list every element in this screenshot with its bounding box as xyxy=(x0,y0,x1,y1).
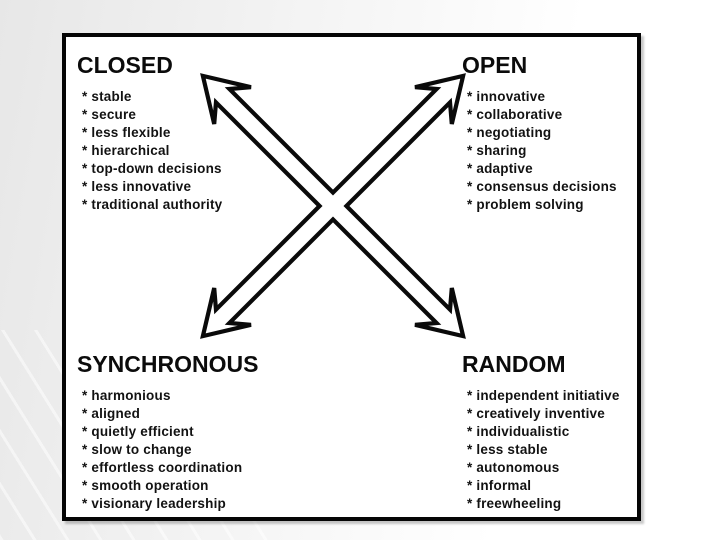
list-item: aligned xyxy=(82,405,327,423)
quadrant-open: OPEN innovative collaborative negotiatin… xyxy=(462,53,640,214)
list-item: less stable xyxy=(467,441,642,459)
quadrant-synchronous: SYNCHRONOUS harmonious aligned quietly e… xyxy=(77,352,327,513)
diagram-frame: CLOSED stable secure less flexible hiera… xyxy=(62,33,641,521)
quadrant-open-title: OPEN xyxy=(462,52,528,78)
quadrant-synchronous-list: harmonious aligned quietly efficient slo… xyxy=(77,387,327,513)
quadrant-random: RANDOM independent initiative creatively… xyxy=(462,352,642,513)
quadrant-closed: CLOSED stable secure less flexible hiera… xyxy=(77,53,307,214)
list-item: hierarchical xyxy=(82,142,307,160)
list-item: sharing xyxy=(467,142,640,160)
list-item: traditional authority xyxy=(82,196,307,214)
list-item: stable xyxy=(82,88,307,106)
quadrant-closed-list: stable secure less flexible hierarchical… xyxy=(77,88,307,214)
list-item: top-down decisions xyxy=(82,160,307,178)
list-item: adaptive xyxy=(467,160,640,178)
list-item: visionary leadership xyxy=(82,495,327,513)
list-item: consensus decisions xyxy=(467,178,640,196)
quadrant-closed-title: CLOSED xyxy=(77,52,173,78)
list-item: individualistic xyxy=(467,423,642,441)
list-item: effortless coordination xyxy=(82,459,327,477)
list-item: informal xyxy=(467,477,642,495)
list-item: slow to change xyxy=(82,441,327,459)
list-item: harmonious xyxy=(82,387,327,405)
quadrant-synchronous-title: SYNCHRONOUS xyxy=(77,351,259,377)
quadrant-open-list: innovative collaborative negotiating sha… xyxy=(462,88,640,214)
list-item: innovative xyxy=(467,88,640,106)
list-item: smooth operation xyxy=(82,477,327,495)
list-item: collaborative xyxy=(467,106,640,124)
quadrant-random-title: RANDOM xyxy=(462,351,566,377)
list-item: autonomous xyxy=(467,459,642,477)
quadrant-random-list: independent initiative creatively invent… xyxy=(462,387,642,513)
list-item: less innovative xyxy=(82,178,307,196)
list-item: problem solving xyxy=(467,196,640,214)
list-item: creatively inventive xyxy=(467,405,642,423)
list-item: independent initiative xyxy=(467,387,642,405)
list-item: secure xyxy=(82,106,307,124)
list-item: quietly efficient xyxy=(82,423,327,441)
list-item: freewheeling xyxy=(467,495,642,513)
list-item: negotiating xyxy=(467,124,640,142)
list-item: less flexible xyxy=(82,124,307,142)
